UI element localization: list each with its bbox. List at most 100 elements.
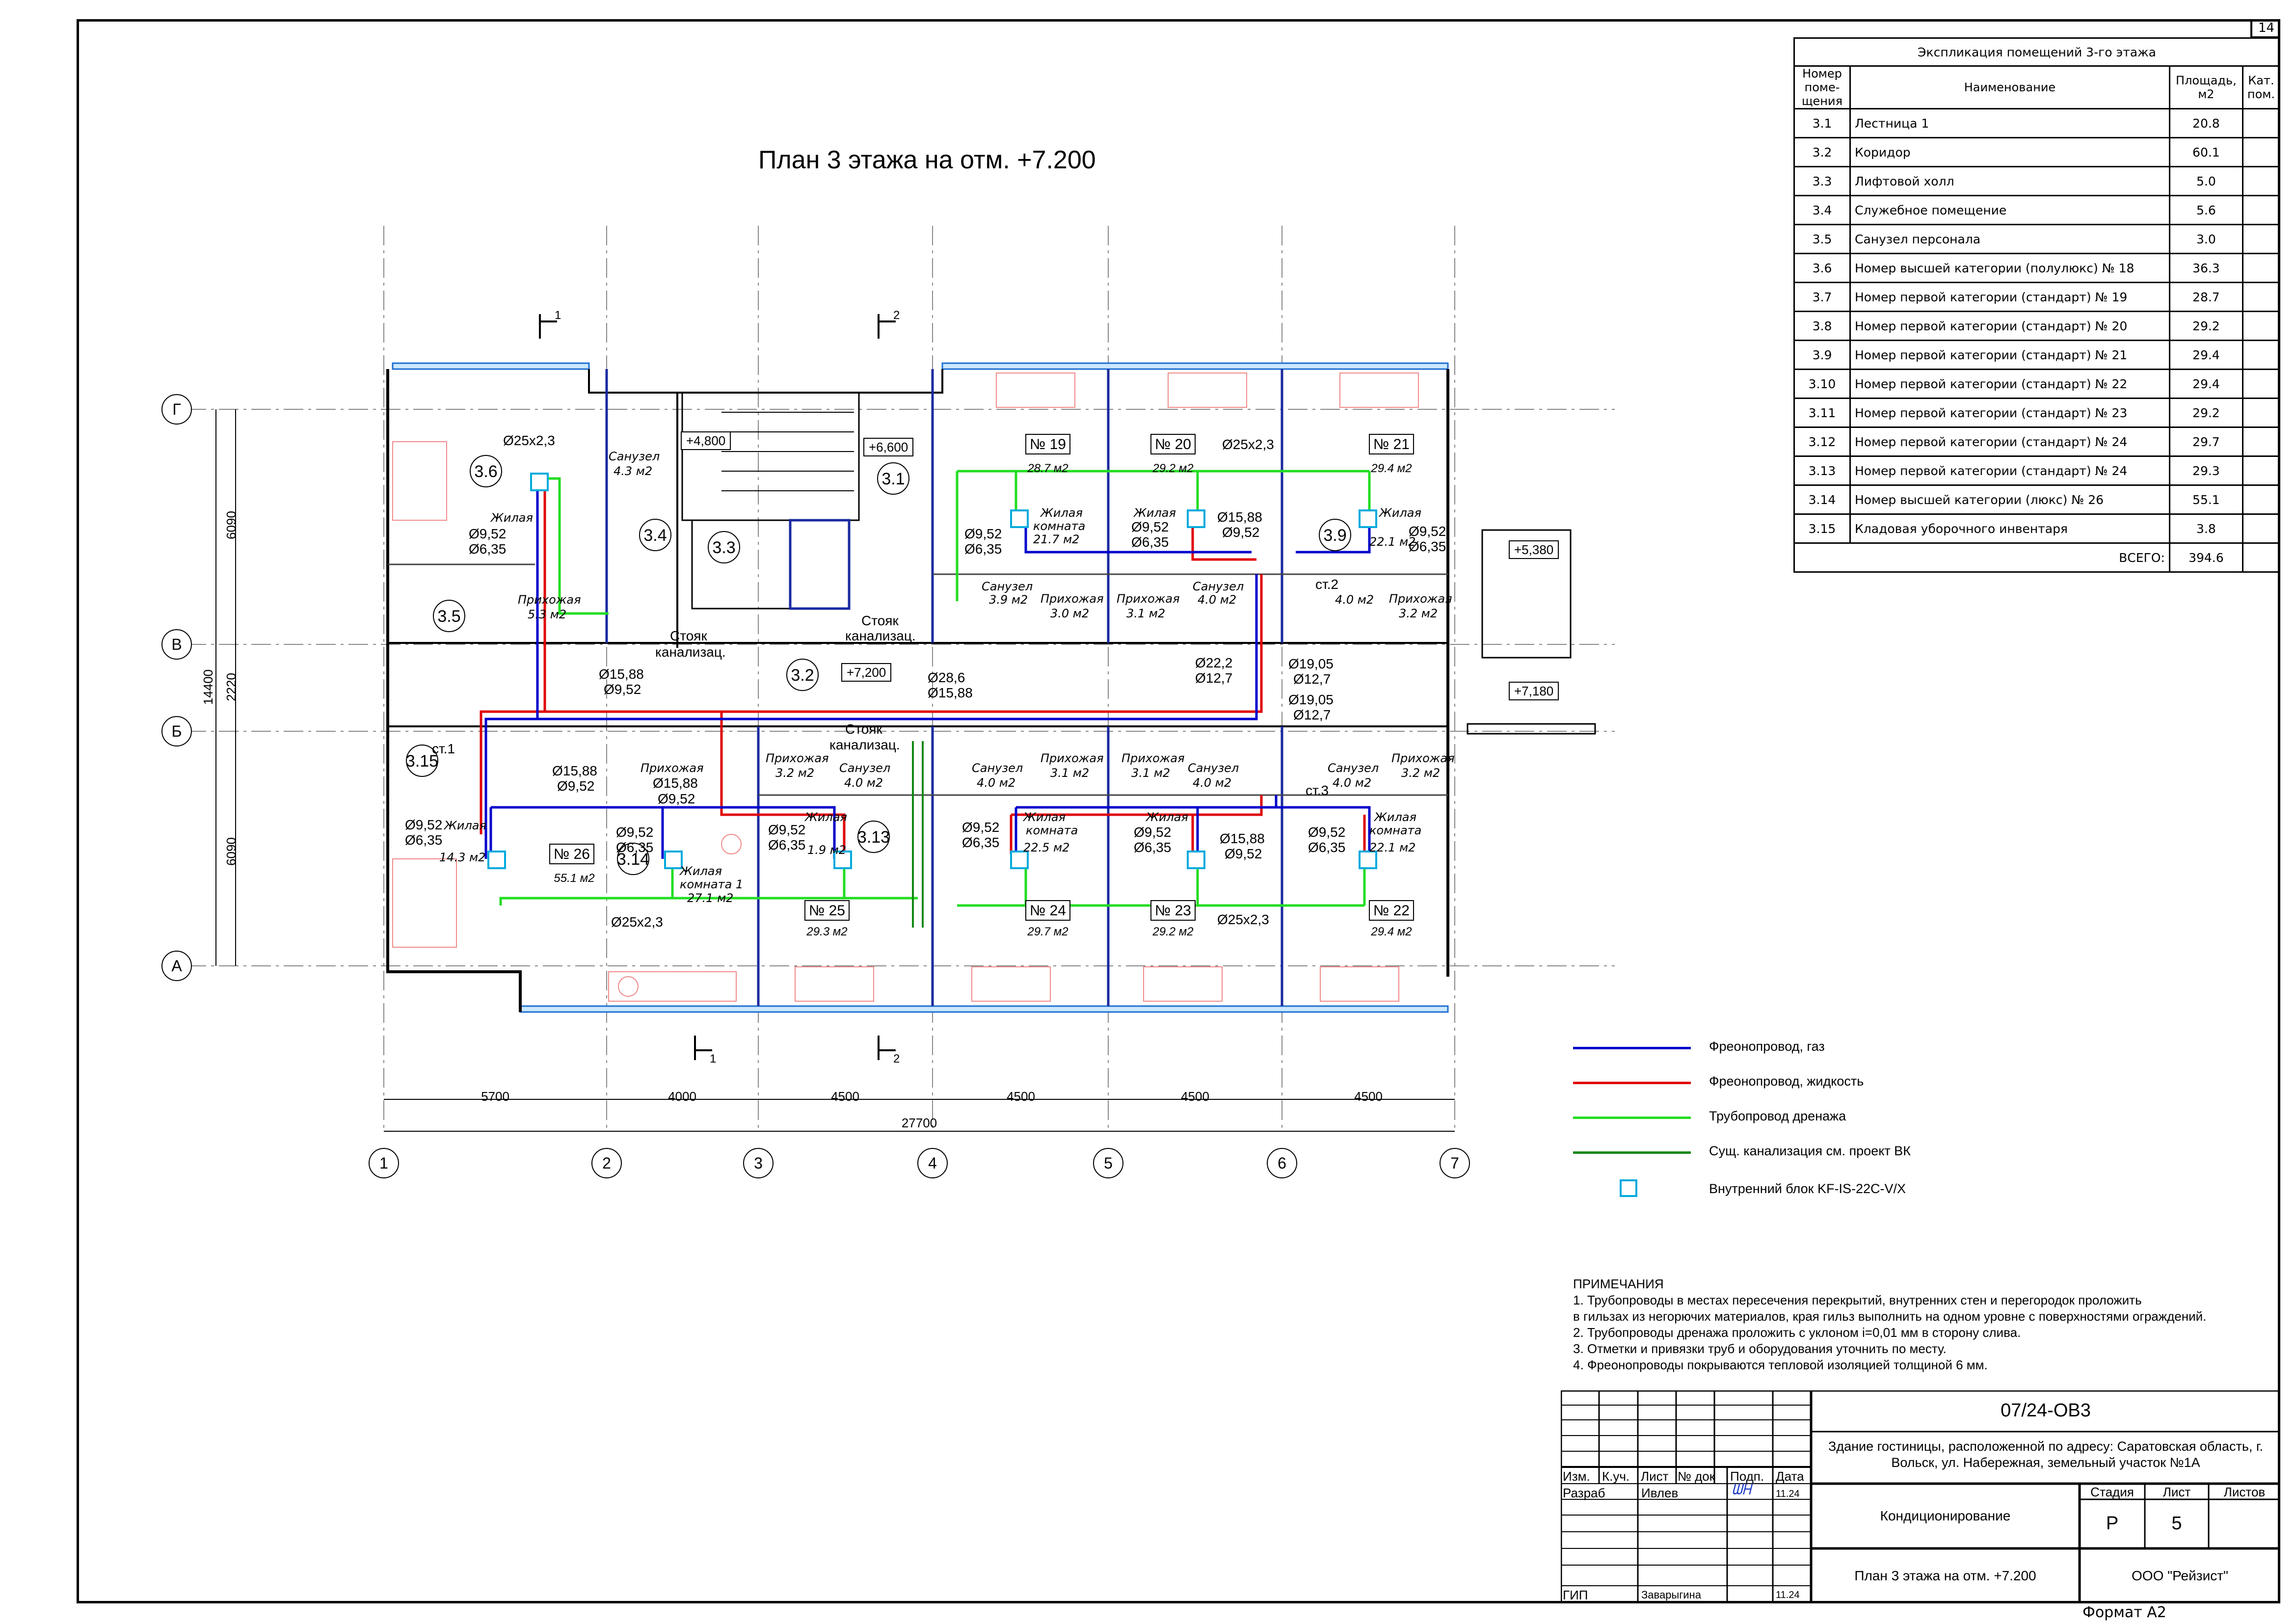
svg-text:канализац.: канализац.: [845, 628, 916, 643]
svg-text:Жилая: Жилая: [679, 864, 722, 878]
svg-text:Ø6,35: Ø6,35: [1134, 840, 1171, 855]
span-6-7: 4500: [1354, 1089, 1383, 1104]
svg-text:3.13: 3.13: [857, 828, 890, 847]
svg-text:№ 22: № 22: [1373, 903, 1410, 919]
svg-text:14.3 м2: 14.3 м2: [439, 851, 485, 864]
legend-label: Сущ. канализация см. проект ВК: [1709, 1144, 1911, 1158]
legend-item: Внутренний блок KF-IS-22C-V/X: [1573, 1179, 2015, 1200]
room-cat: [2242, 166, 2281, 196]
room-num: 3.1: [1793, 108, 1851, 138]
svg-text:3.14: 3.14: [617, 850, 649, 869]
svg-text:5.3 м2: 5.3 м2: [528, 608, 566, 621]
stadia-value: Р: [2106, 1513, 2119, 1534]
svg-text:Ø9,52: Ø9,52: [405, 817, 442, 832]
section-marks: [539, 314, 896, 1060]
svg-text:3.1: 3.1: [881, 470, 905, 488]
svg-text:№ 20: № 20: [1155, 436, 1191, 453]
svg-text:Ø9,52: Ø9,52: [1225, 846, 1262, 861]
signature: ᗯᕼ: [1732, 1482, 1751, 1498]
indoor-unit-icon: [1620, 1179, 1637, 1197]
room-cat: [2242, 282, 2281, 312]
axis-1: 1: [379, 1154, 388, 1172]
axis-B: Б: [172, 722, 182, 740]
room-name: Номер первой категории (стандарт) № 21: [1849, 340, 2170, 370]
svg-text:Ø9,52: Ø9,52: [1308, 825, 1345, 840]
span-4-5: 4500: [1007, 1089, 1035, 1104]
header-cat: Кат. пом.: [2242, 65, 2281, 109]
gip-name: Заварыгина: [1641, 1589, 1701, 1601]
room-name: Кладовая уборочного инвентаря: [1849, 513, 2170, 544]
room-num: 3.8: [1793, 311, 1851, 341]
svg-text:Жилая: Жилая: [1022, 810, 1066, 824]
legend-item: Сущ. канализация см. проект ВК: [1573, 1143, 2015, 1162]
svg-text:29.2 м2: 29.2 м2: [1152, 925, 1193, 938]
svg-text:Ø25х2,3: Ø25х2,3: [1217, 912, 1269, 927]
svg-text:3.15: 3.15: [406, 752, 438, 771]
format-label: Формат А2: [2082, 1604, 2166, 1621]
room-explication-table: Экспликация помещений 3-го этажа Номер п…: [1793, 37, 2281, 573]
room-name: Номер высшей категории (полулюкс) № 18: [1849, 253, 2170, 283]
svg-text:3.5: 3.5: [437, 607, 460, 626]
svg-text:Ø6,35: Ø6,35: [469, 541, 506, 557]
span-1-2: 5700: [481, 1089, 509, 1104]
room-area: 28.7: [2168, 282, 2243, 312]
svg-text:Ø9,52: Ø9,52: [1222, 525, 1259, 540]
room-name: Санузел персонала: [1849, 224, 2170, 254]
svg-text:Ø12,7: Ø12,7: [1293, 671, 1331, 687]
axis-4: 4: [928, 1154, 937, 1172]
room-name: Номер первой категории (стандарт) № 22: [1849, 369, 2170, 399]
col-list: Лист: [1641, 1469, 1669, 1484]
razrab-label: Разраб: [1563, 1486, 1605, 1500]
svg-text:№ 24: № 24: [1030, 903, 1066, 919]
axis-bubbles: 1 2 3 4 5 6 7 Г В Б А: [161, 394, 1470, 1178]
svg-text:2: 2: [893, 1052, 900, 1065]
svg-text:4.0 м2: 4.0 м2: [844, 776, 883, 790]
svg-text:Ø6,35: Ø6,35: [1409, 539, 1446, 554]
building-walls: [386, 362, 1596, 1013]
svg-text:3.1 м2: 3.1 м2: [1050, 766, 1089, 780]
col-kuch: К.уч.: [1602, 1469, 1630, 1484]
indoor-unit: [664, 851, 683, 869]
svg-text:Прихожая: Прихожая: [766, 751, 829, 765]
svg-text:канализац.: канализац.: [655, 644, 726, 660]
room-name: Номер первой категории (стандарт) № 20: [1849, 311, 2170, 341]
svg-text:3.1 м2: 3.1 м2: [1126, 607, 1165, 620]
room-cat: [2242, 108, 2281, 138]
svg-text:Санузел: Санузел: [972, 761, 1023, 775]
svg-text:4.0 м2: 4.0 м2: [1335, 593, 1374, 607]
svg-text:55.1 м2: 55.1 м2: [554, 872, 594, 885]
legend-label: Фреонопровод, жидкость: [1709, 1074, 1864, 1089]
room-num: 3.13: [1793, 455, 1851, 486]
svg-text:3.0 м2: 3.0 м2: [1050, 607, 1089, 620]
building-name: Здание гостиницы, расположенной по адрес…: [1828, 1439, 2263, 1470]
svg-text:Ø25х2,3: Ø25х2,3: [503, 433, 555, 448]
indoor-units: [487, 473, 1377, 869]
svg-text:+5,380: +5,380: [1514, 542, 1553, 557]
room-area: 29.4: [2168, 340, 2243, 370]
header-area: Площадь, м2: [2168, 65, 2243, 109]
svg-text:Жилая: Жилая: [1373, 810, 1416, 824]
svg-text:Прихожая: Прихожая: [1041, 751, 1104, 765]
svg-text:29.4 м2: 29.4 м2: [1370, 925, 1412, 938]
svg-text:Ø28,6: Ø28,6: [928, 670, 965, 685]
svg-text:28.7 м2: 28.7 м2: [1027, 462, 1068, 475]
svg-text:Ø15,88: Ø15,88: [599, 666, 644, 682]
svg-text:3.2 м2: 3.2 м2: [1399, 607, 1438, 620]
stadia-label: Стадия: [2090, 1485, 2134, 1499]
notes: ПРИМЕЧАНИЯ 1. Трубопроводы в местах пере…: [1573, 1276, 2206, 1373]
svg-text:Ø15,88: Ø15,88: [552, 763, 597, 778]
row-span-3: 6090: [224, 837, 239, 866]
title-block-grid: [1561, 1390, 2280, 1603]
legend-item: Фреонопровод, жидкость: [1573, 1073, 2015, 1092]
svg-text:4.0 м2: 4.0 м2: [1333, 776, 1371, 790]
svg-text:Жилая: Жилая: [443, 819, 486, 832]
gip-date: 11.24: [1776, 1590, 1800, 1600]
svg-text:комната 1: комната 1: [680, 878, 743, 891]
svg-text:+4,800: +4,800: [686, 433, 725, 448]
